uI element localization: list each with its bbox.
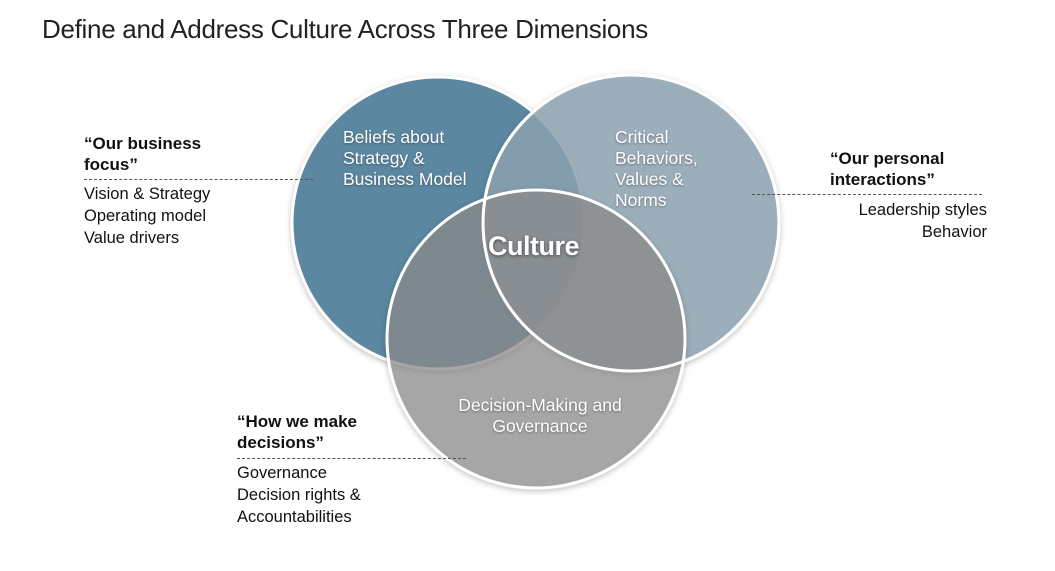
callout-item: Accountabilities (237, 508, 352, 526)
label-line: Norms (615, 190, 667, 210)
callout-heading: decisions” (237, 433, 324, 452)
page-title: Define and Address Culture Across Three … (42, 14, 648, 44)
strategy-circle-label: Beliefs about Strategy & Business Model (343, 127, 467, 190)
label-line: Business Model (343, 169, 467, 189)
decisions-circle-label: Decision-Making and Governance (440, 395, 640, 437)
label-line: Critical (615, 127, 669, 147)
decisions-connector-line (237, 458, 466, 459)
callout-item: Value drivers (84, 229, 180, 247)
callout-heading: interactions” (830, 170, 935, 189)
callout-item: Decision rights & (237, 486, 361, 504)
callout-item: Vision & Strategy (84, 185, 211, 203)
label-line: Values & (615, 169, 684, 189)
business-callout: “Our business focus” Vision & Strategy O… (84, 133, 210, 249)
behaviors-circle-label: Critical Behaviors, Values & Norms (615, 127, 698, 211)
decisions-circle (385, 188, 687, 490)
personal-callout: “Our personal interactions” Leadership s… (830, 148, 987, 243)
behaviors-circle-outline (481, 73, 781, 373)
label-line: Beliefs about (343, 127, 445, 147)
callout-heading: “How we make (237, 412, 357, 431)
culture-label: Culture (488, 231, 580, 261)
label-line: Strategy & (343, 148, 425, 168)
callout-heading: “Our business (84, 134, 202, 153)
callout-heading: “Our personal (830, 149, 945, 168)
callout-item: Operating model (84, 207, 206, 225)
callout-item: Governance (237, 464, 327, 482)
label-line: Decision-Making and (458, 395, 622, 415)
label-line: Behaviors, (615, 148, 698, 168)
personal-connector-line (752, 194, 982, 195)
business-connector-line (84, 179, 313, 180)
decisions-callout: “How we make decisions” Governance Decis… (237, 411, 361, 528)
callout-item: Behavior (921, 223, 987, 241)
callout-heading: focus” (84, 155, 138, 174)
callout-item: Leadership styles (858, 201, 987, 219)
label-line: Governance (492, 416, 588, 436)
